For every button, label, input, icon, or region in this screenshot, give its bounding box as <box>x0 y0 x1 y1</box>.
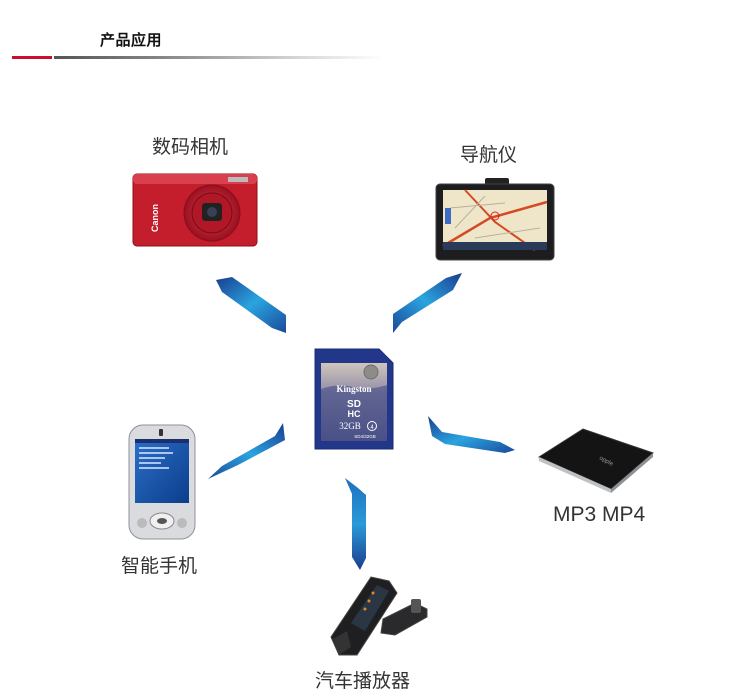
title-underline-gradient <box>54 56 384 59</box>
camera-brand: Canon <box>150 204 160 232</box>
sd-capacity: 32GB <box>339 421 361 431</box>
label-car-player: 汽车播放器 <box>315 670 411 692</box>
camera-image: Canon <box>132 173 258 247</box>
label-camera: 数码相机 <box>152 136 229 158</box>
title-underline-accent <box>12 56 52 59</box>
arrow-to-gps <box>393 273 462 333</box>
label-phone: 智能手机 <box>121 555 198 577</box>
sd-class: 4 <box>370 425 374 431</box>
arrow-to-camera <box>216 277 286 333</box>
sd-logo-top: SD <box>347 399 361 410</box>
car-player-image <box>330 576 428 656</box>
sd-model: SD4/32GB <box>354 434 376 439</box>
arrow-to-mp3 <box>428 416 515 453</box>
label-gps: 导航仪 <box>460 144 518 166</box>
arrow-to-car <box>345 478 366 570</box>
section-title: 产品应用 <box>100 31 163 49</box>
smartphone-image <box>128 424 196 540</box>
mp3-player-image: opple <box>537 428 654 493</box>
sd-brand: Kingston <box>336 384 371 394</box>
arrow-to-phone <box>208 423 285 479</box>
gps-navigator-image <box>435 178 555 261</box>
label-mp3: MP3 MP4 <box>553 503 646 526</box>
sd-card-image: Kingston SD HC 32GB 4 SD4/32GB <box>314 348 394 450</box>
sd-logo-bottom: HC <box>348 409 361 419</box>
